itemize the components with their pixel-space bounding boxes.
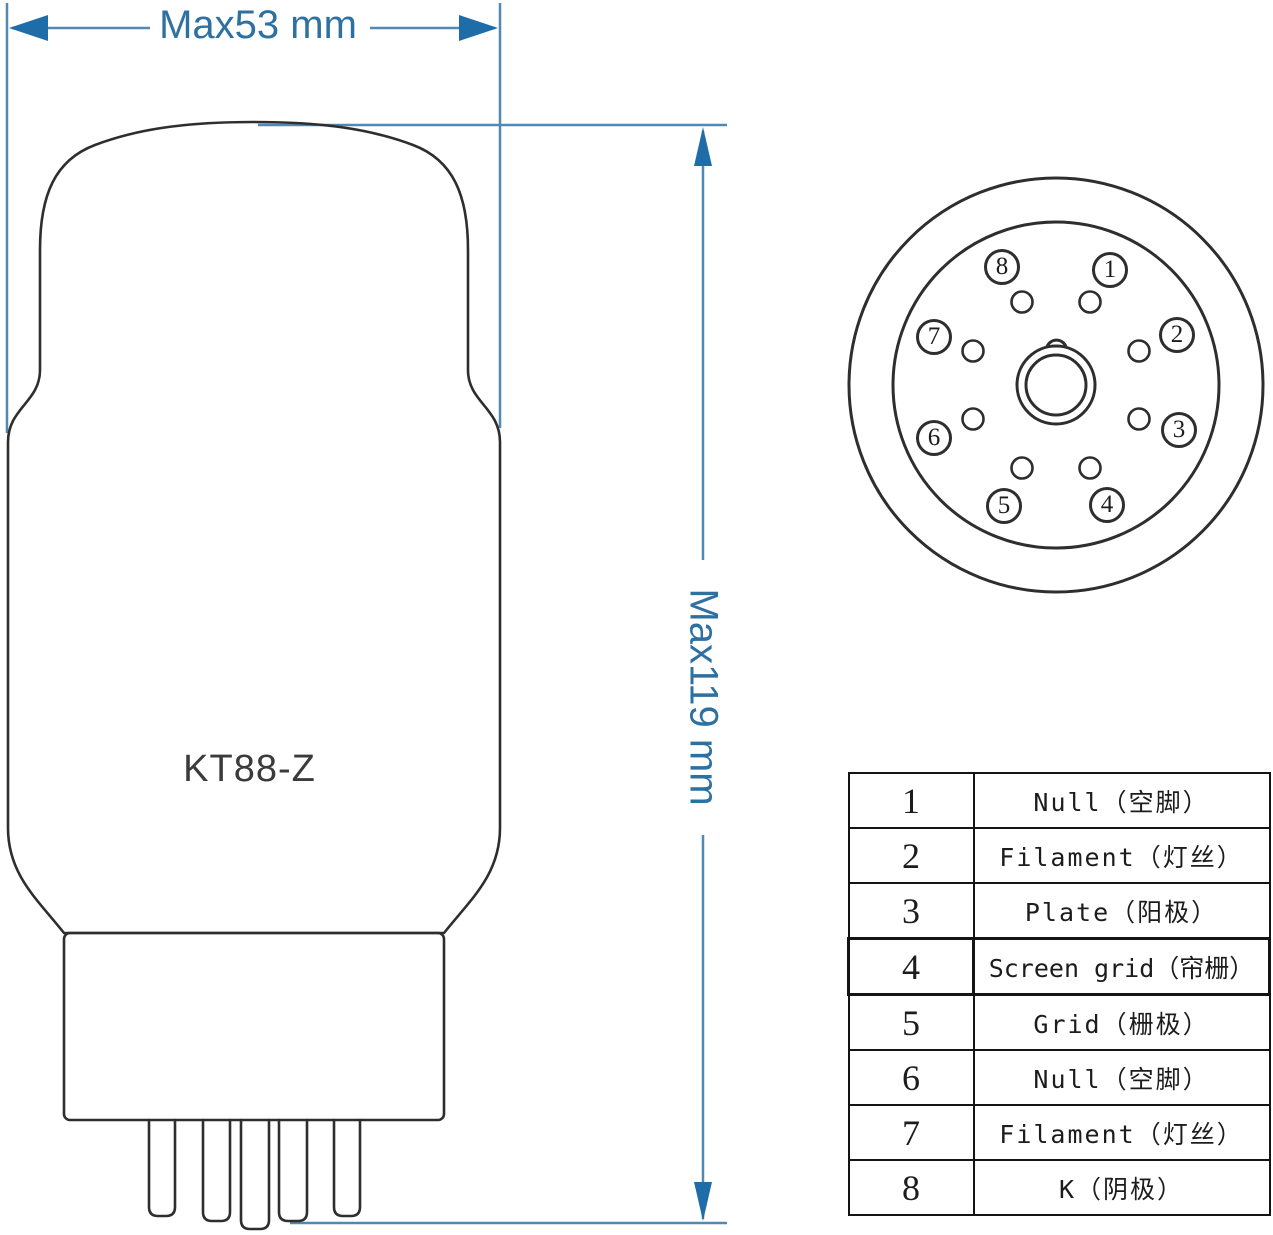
- socket-inner-circle: [891, 220, 1221, 550]
- table-row: 8 K（阴极）: [847, 1159, 1271, 1216]
- tube-model-label: KT88-Z: [183, 748, 316, 790]
- table-row: 7 Filament（灯丝）: [847, 1104, 1271, 1161]
- height-dimension-label: Max119 mm: [681, 588, 726, 806]
- socket-pin-label-2: 2: [1159, 317, 1195, 353]
- pin-function-cell: Null（空脚）: [972, 1049, 1271, 1106]
- socket-key-notch: [1045, 338, 1068, 348]
- socket-hub-outer: [1015, 344, 1097, 426]
- pin-number-cell: 8: [847, 1159, 975, 1216]
- tube-outline-drawing: [6, 120, 502, 1231]
- arrowhead-up-icon: [694, 127, 712, 166]
- tube-pin-3: [239, 1118, 271, 1231]
- arrowhead-left-icon: [9, 15, 48, 41]
- socket-hub-inner: [1024, 353, 1088, 417]
- tube-pin-5: [332, 1118, 362, 1218]
- table-row: 4 Screen grid（帘栅）: [847, 937, 1271, 996]
- pin-number-cell: 1: [847, 772, 975, 829]
- pin-hole-8: [1010, 290, 1034, 314]
- table-row: 5 Grid（栅极）: [847, 993, 1271, 1051]
- socket-pin-label-3: 3: [1161, 412, 1197, 448]
- pin-hole-3: [1127, 407, 1151, 431]
- width-dimension-lines: [5, 3, 502, 433]
- pin-number-cell: 5: [847, 993, 975, 1051]
- socket-pin-label-8: 8: [984, 249, 1020, 285]
- table-row: 1 Null（空脚）: [847, 772, 1271, 829]
- pin-function-cell: Plate（阳极）: [972, 882, 1271, 940]
- table-row: 6 Null（空脚）: [847, 1049, 1271, 1106]
- pin-hole-1: [1078, 290, 1102, 314]
- socket-pin-label-5: 5: [986, 488, 1022, 524]
- socket-outer-circle: [847, 176, 1265, 594]
- pin-hole-7: [961, 339, 985, 363]
- pin-function-cell: Grid（栅极）: [972, 993, 1271, 1051]
- table-row: 3 Plate（阳极）: [847, 882, 1271, 940]
- pin-hole-5: [1010, 456, 1034, 480]
- pin-function-cell: Screen grid（帘栅）: [972, 937, 1271, 996]
- arrowhead-right-icon: [459, 15, 498, 41]
- height-dimension-lines: [258, 123, 727, 1225]
- socket-pin-holes: [961, 290, 1151, 480]
- pin-hole-4: [1078, 456, 1102, 480]
- tube-pin-1: [147, 1118, 177, 1218]
- pin-number-cell: 2: [847, 827, 975, 884]
- socket-pin-label-6: 6: [916, 420, 952, 456]
- tube-pin-4: [277, 1118, 309, 1223]
- table-row: 2 Filament（灯丝）: [847, 827, 1271, 884]
- width-dimension-arrowheads: [9, 15, 498, 41]
- pin-hole-6: [961, 407, 985, 431]
- pin-number-cell: 4: [847, 937, 975, 996]
- pin-function-cell: K（阴极）: [972, 1159, 1271, 1216]
- tube-base: [62, 931, 446, 1122]
- pin-function-cell: Filament（灯丝）: [972, 827, 1271, 884]
- height-dimension-arrowheads: [694, 127, 712, 1221]
- pin-function-table: 1 Null（空脚） 2 Filament（灯丝） 3 Plate（阳极） 4 …: [847, 772, 1271, 1216]
- pin-number-cell: 7: [847, 1104, 975, 1161]
- pin-number-cell: 3: [847, 882, 975, 940]
- tube-glass-bulb: [6, 120, 502, 935]
- pin-function-cell: Null（空脚）: [972, 772, 1271, 829]
- pin-number-cell: 6: [847, 1049, 975, 1106]
- socket-pin-label-1: 1: [1092, 252, 1128, 288]
- pin-function-cell: Filament（灯丝）: [972, 1104, 1271, 1161]
- socket-pin-label-7: 7: [916, 319, 952, 355]
- pin-hole-2: [1127, 339, 1151, 363]
- tube-pin-2: [201, 1118, 232, 1223]
- arrowhead-down-icon: [694, 1182, 712, 1221]
- width-dimension-label: Max53 mm: [159, 3, 357, 47]
- socket-pin-label-4: 4: [1089, 487, 1125, 523]
- socket-bottom-view: [847, 176, 1265, 594]
